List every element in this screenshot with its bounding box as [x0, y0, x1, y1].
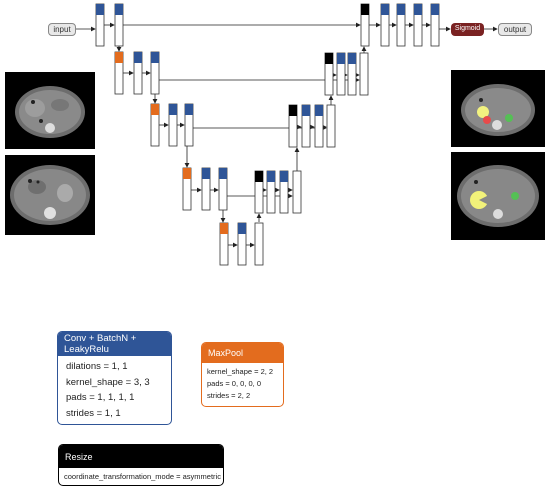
- legend-maxpool: MaxPool kernel_shape = 2, 2 pads = 0, 0,…: [201, 342, 284, 407]
- maxpool-block-cap: [151, 104, 159, 115]
- legend-resize-header: Resize: [59, 445, 223, 468]
- conv-block[interactable]: [380, 3, 390, 47]
- conv-block[interactable]: [336, 52, 346, 96]
- add-block[interactable]: [326, 104, 336, 148]
- segmentation-image-right-top: [451, 70, 545, 147]
- input-node[interactable]: input: [48, 23, 76, 36]
- legend-maxpool-row: kernel_shape = 2, 2: [207, 367, 274, 376]
- legend-conv-row: kernel_shape = 3, 3: [66, 376, 150, 388]
- maxpool-block[interactable]: [219, 222, 229, 266]
- output-node[interactable]: output: [498, 23, 532, 36]
- resize-block[interactable]: [254, 170, 264, 214]
- maxpool-block-cap: [183, 168, 191, 179]
- conv-block-cap: [169, 104, 177, 115]
- maxpool-block[interactable]: [150, 103, 160, 147]
- add-block[interactable]: [254, 222, 264, 266]
- conv-block[interactable]: [184, 103, 194, 147]
- maxpool-block-cap: [220, 223, 228, 234]
- conv-block-cap: [219, 168, 227, 179]
- legend-conv-row: pads = 1, 1, 1, 1: [66, 392, 135, 403]
- conv-block-cap: [381, 4, 389, 15]
- resize-block[interactable]: [324, 52, 334, 96]
- resize-block-cap: [255, 171, 263, 182]
- conv-block-cap: [397, 4, 405, 15]
- conv-block[interactable]: [413, 3, 423, 47]
- conv-block-cap: [315, 105, 323, 116]
- ct-scan-image-left-top: [5, 72, 95, 149]
- conv-block[interactable]: [168, 103, 178, 147]
- conv-block[interactable]: [133, 51, 143, 95]
- legend-conv-title: Conv + BatchN + LeakyRelu: [64, 333, 137, 355]
- legend-maxpool-header: MaxPool: [202, 343, 283, 363]
- add-block[interactable]: [359, 52, 369, 96]
- legend-maxpool-title: MaxPool: [208, 348, 244, 358]
- conv-block[interactable]: [279, 170, 289, 214]
- conv-block-cap: [238, 223, 246, 234]
- maxpool-block[interactable]: [114, 51, 124, 95]
- conv-block[interactable]: [430, 3, 440, 47]
- resize-block[interactable]: [360, 3, 370, 47]
- legend-conv-row: dilations = 1, 1: [66, 361, 128, 372]
- sigmoid-node[interactable]: Sigmoid: [451, 23, 484, 36]
- conv-block[interactable]: [396, 3, 406, 47]
- legend-maxpool-row: strides = 2, 2: [207, 391, 251, 400]
- conv-block[interactable]: [150, 51, 160, 95]
- legend-resize-row: coordinate_transformation_mode = asymmet…: [64, 472, 221, 481]
- legend-resize: Resize coordinate_transformation_mode = …: [58, 444, 224, 486]
- legend-maxpool-row: pads = 0, 0, 0, 0: [207, 379, 261, 388]
- legend-conv-row: strides = 1, 1: [66, 407, 121, 419]
- legend-maxpool-body: kernel_shape = 2, 2 pads = 0, 0, 0, 0 st…: [202, 363, 283, 405]
- conv-block-cap: [431, 4, 439, 15]
- legend-resize-body: coordinate_transformation_mode = asymmet…: [59, 468, 223, 485]
- maxpool-block[interactable]: [182, 167, 192, 211]
- conv-block[interactable]: [314, 104, 324, 148]
- legend-resize-title: Resize: [65, 451, 93, 462]
- legend-conv: Conv + BatchN + LeakyRelu dilations = 1,…: [57, 331, 172, 425]
- ct-scan-image-left-bottom: [5, 155, 95, 235]
- legend-conv-header: Conv + BatchN + LeakyRelu: [58, 332, 171, 356]
- conv-block-cap: [151, 52, 159, 63]
- conv-block-cap: [348, 53, 356, 64]
- conv-block[interactable]: [347, 52, 357, 96]
- conv-block[interactable]: [95, 3, 105, 47]
- conv-block[interactable]: [301, 104, 311, 148]
- maxpool-block-cap: [115, 52, 123, 63]
- conv-block[interactable]: [201, 167, 211, 211]
- resize-block-cap: [289, 105, 297, 116]
- conv-block[interactable]: [237, 222, 247, 266]
- conv-block-cap: [414, 4, 422, 15]
- resize-block-cap: [361, 4, 369, 15]
- conv-block-cap: [202, 168, 210, 179]
- conv-block-cap: [115, 4, 123, 15]
- conv-block-cap: [280, 171, 288, 182]
- conv-block-cap: [337, 53, 345, 64]
- conv-block[interactable]: [114, 3, 124, 47]
- conv-block-cap: [134, 52, 142, 63]
- legend-conv-body: dilations = 1, 1 kernel_shape = 3, 3 pad…: [58, 356, 171, 424]
- resize-block[interactable]: [288, 104, 298, 148]
- conv-block-cap: [302, 105, 310, 116]
- segmentation-image-right-bottom: [451, 152, 545, 240]
- conv-block[interactable]: [266, 170, 276, 214]
- conv-block-cap: [267, 171, 275, 182]
- conv-block-cap: [185, 104, 193, 115]
- resize-block-cap: [325, 53, 333, 64]
- blocks: [95, 3, 440, 266]
- conv-block-cap: [96, 4, 104, 15]
- conv-block[interactable]: [218, 167, 228, 211]
- add-block[interactable]: [292, 170, 302, 214]
